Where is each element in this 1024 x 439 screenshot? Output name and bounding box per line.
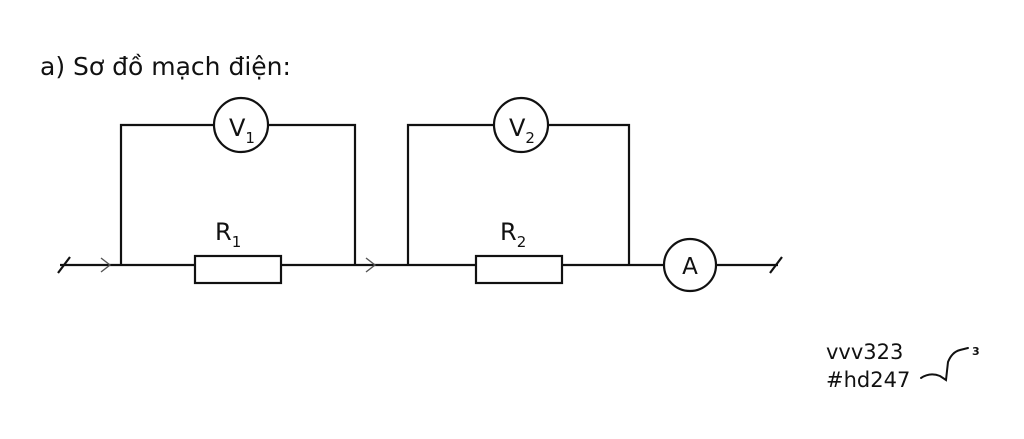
resistor-2-label: R2 xyxy=(500,218,526,251)
resistor-1 xyxy=(193,254,283,285)
voltmeter-1 xyxy=(212,96,270,154)
wire-v1-right xyxy=(268,123,357,265)
watermark-line-1: vvv323 xyxy=(826,340,904,364)
voltmeter-1-label: V1 xyxy=(229,114,255,147)
resistor-2 xyxy=(474,254,564,285)
terminal-left-tick xyxy=(57,256,71,274)
ammeter-label: A xyxy=(682,254,698,280)
current-arrow-1 xyxy=(100,257,112,273)
wire-v2-left xyxy=(406,123,494,265)
wire-v2-right xyxy=(548,123,631,265)
voltmeter-2-label: V2 xyxy=(509,114,535,147)
current-arrow-2 xyxy=(365,257,377,273)
resistor-1-label: R1 xyxy=(215,218,241,251)
watermark-line-2: #hd247 xyxy=(826,368,911,392)
diagram-heading: a) Sơ đồ mạch điện: xyxy=(40,52,291,81)
signature-mark: 3 xyxy=(920,345,980,382)
terminal-right-tick xyxy=(769,256,783,274)
wire-v1-left xyxy=(119,123,214,265)
watermark: vvv323 #hd247 xyxy=(826,338,910,394)
ammeter xyxy=(662,237,718,293)
signature-superscript: 3 xyxy=(972,345,980,358)
voltmeter-2 xyxy=(492,96,550,154)
